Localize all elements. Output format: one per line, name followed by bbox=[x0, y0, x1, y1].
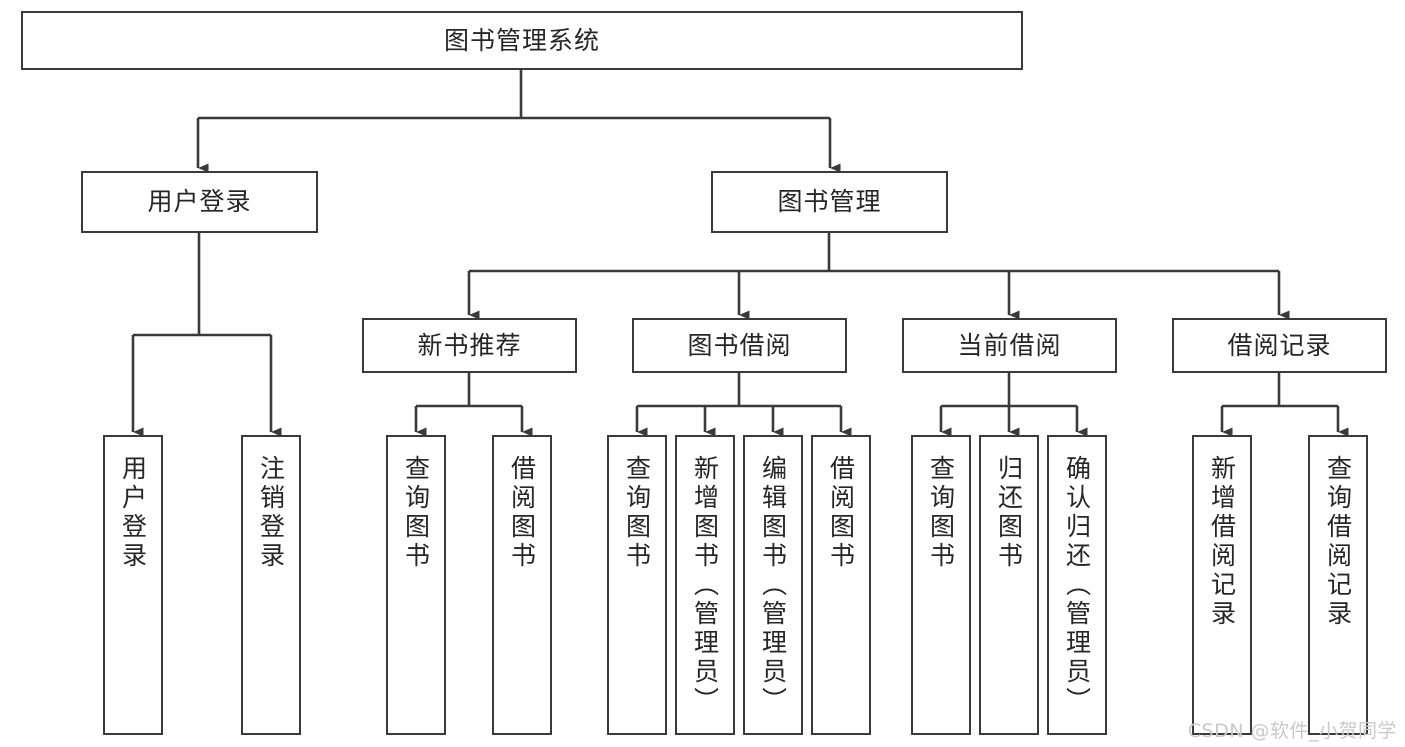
leaf-return-book-label: 归还图书 bbox=[994, 455, 1024, 571]
node-user-login[interactable]: 用户登录 bbox=[81, 171, 318, 233]
node-book-manage[interactable]: 图书管理 bbox=[711, 171, 948, 233]
node-current-borrow[interactable]: 当前借阅 bbox=[902, 318, 1117, 373]
node-current-borrow-label: 当前借阅 bbox=[957, 330, 1062, 360]
leaf-borrow-book-2[interactable]: 借阅图书 bbox=[811, 435, 871, 735]
leaf-confirm-return[interactable]: 确认归还（管理员） bbox=[1047, 435, 1107, 735]
leaf-add-record-label: 新增借阅记录 bbox=[1207, 455, 1237, 629]
leaf-query-book-2-label: 查询图书 bbox=[622, 455, 652, 571]
watermark-label: CSDN @软件_小贺同学 bbox=[1187, 720, 1397, 742]
leaf-confirm-return-label: 确认归还（管理员） bbox=[1062, 455, 1092, 716]
node-borrow-record-label: 借阅记录 bbox=[1227, 330, 1332, 360]
leaf-borrow-book-1[interactable]: 借阅图书 bbox=[492, 435, 552, 735]
leaf-user-login[interactable]: 用户登录 bbox=[103, 435, 163, 735]
leaf-query-book-1-label: 查询图书 bbox=[401, 455, 431, 571]
leaf-add-book[interactable]: 新增图书（管理员） bbox=[675, 435, 735, 735]
leaf-query-book-2[interactable]: 查询图书 bbox=[607, 435, 667, 735]
node-root[interactable]: 图书管理系统 bbox=[21, 11, 1023, 70]
node-book-borrow[interactable]: 图书借阅 bbox=[632, 318, 847, 373]
leaf-return-book[interactable]: 归还图书 bbox=[979, 435, 1039, 735]
leaf-query-book-3[interactable]: 查询图书 bbox=[911, 435, 971, 735]
node-book-manage-label: 图书管理 bbox=[777, 187, 882, 216]
leaf-query-record[interactable]: 查询借阅记录 bbox=[1308, 435, 1368, 735]
node-borrow-record[interactable]: 借阅记录 bbox=[1172, 318, 1387, 373]
leaf-add-record[interactable]: 新增借阅记录 bbox=[1192, 435, 1252, 735]
leaf-borrow-book-1-label: 借阅图书 bbox=[507, 455, 537, 571]
leaf-query-book-3-label: 查询图书 bbox=[926, 455, 956, 571]
leaf-query-record-label: 查询借阅记录 bbox=[1323, 455, 1353, 629]
leaf-user-login-label: 用户登录 bbox=[118, 455, 148, 571]
node-root-label: 图书管理系统 bbox=[443, 25, 600, 55]
node-new-book-recommend-label: 新书推荐 bbox=[417, 330, 522, 360]
leaf-edit-book[interactable]: 编辑图书（管理员） bbox=[743, 435, 803, 735]
leaf-borrow-book-2-label: 借阅图书 bbox=[826, 455, 856, 571]
leaf-logout-login-label: 注销登录 bbox=[256, 455, 286, 571]
node-book-borrow-label: 图书借阅 bbox=[687, 330, 792, 360]
leaf-add-book-label: 新增图书（管理员） bbox=[690, 455, 720, 716]
leaf-logout-login[interactable]: 注销登录 bbox=[241, 435, 301, 735]
leaf-query-book-1[interactable]: 查询图书 bbox=[386, 435, 446, 735]
leaf-edit-book-label: 编辑图书（管理员） bbox=[758, 455, 788, 716]
node-new-book-recommend[interactable]: 新书推荐 bbox=[362, 318, 577, 373]
node-user-login-label: 用户登录 bbox=[147, 187, 252, 216]
